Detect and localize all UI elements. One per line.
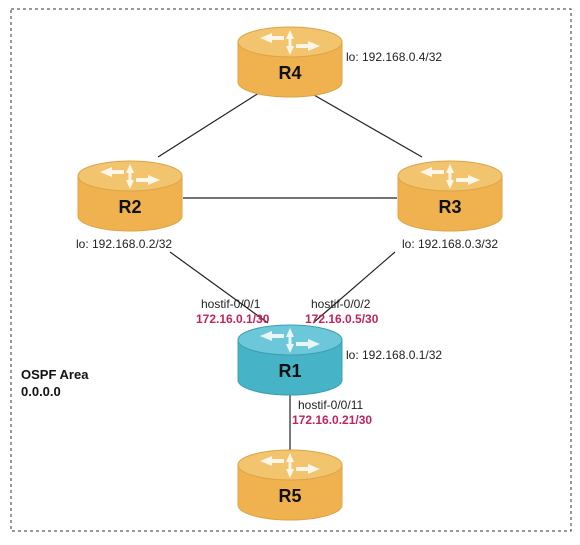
- router-body: [237, 41, 343, 98]
- router-r3: R3: [397, 160, 503, 232]
- ospf-area-id: 0.0.0.0: [21, 384, 61, 399]
- router-label-r5: R5: [278, 486, 301, 506]
- link-r4-r3: [306, 90, 423, 158]
- r1-r3-interface-name: hostif-0/0/2: [311, 297, 371, 311]
- r1-r2-interface-name: hostif-0/0/1: [201, 297, 261, 311]
- link-r4-r2: [157, 90, 263, 158]
- router-r4: R4: [237, 26, 343, 98]
- r3-loopback-label: lo: 192.168.0.3/32: [402, 237, 499, 251]
- r1-r5-interface-ip: 172.16.0.21/30: [292, 413, 373, 427]
- ospf-area-label: OSPF Area 0.0.0.0: [21, 366, 88, 400]
- r1-r3-interface-ip: 172.16.0.5/30: [305, 312, 379, 326]
- r4-loopback-label: lo: 192.168.0.4/32: [346, 50, 443, 64]
- router-r2: R2: [77, 160, 183, 232]
- router-icon: [260, 328, 320, 353]
- router-r1: R1: [237, 324, 343, 396]
- router-label-r2: R2: [118, 197, 141, 217]
- router-label-r3: R3: [438, 197, 461, 217]
- router-label-r4: R4: [278, 63, 301, 83]
- router-icon: [260, 30, 320, 55]
- router-label-r1: R1: [278, 361, 301, 381]
- router-body: [237, 464, 343, 521]
- router-icon: [420, 164, 480, 189]
- router-body: [237, 339, 343, 396]
- router-body: [77, 175, 183, 232]
- link-r2-r1: [169, 251, 269, 324]
- router-icon: [260, 453, 320, 478]
- r1-r5-interface-name: hostif-0/0/11: [298, 398, 364, 412]
- links-layer: [157, 90, 423, 452]
- ospf-area-title: OSPF Area: [21, 367, 89, 382]
- router-body: [397, 175, 503, 232]
- r1-loopback-label: lo: 192.168.0.1/32: [346, 348, 443, 362]
- router-r5: R5: [237, 449, 343, 521]
- r2-loopback-label: lo: 192.168.0.2/32: [76, 237, 173, 251]
- r1-r2-interface-ip: 172.16.0.1/30: [196, 312, 270, 326]
- ospf-area-border: [10, 8, 572, 532]
- link-r3-r1: [312, 251, 396, 324]
- router-icon: [100, 164, 160, 189]
